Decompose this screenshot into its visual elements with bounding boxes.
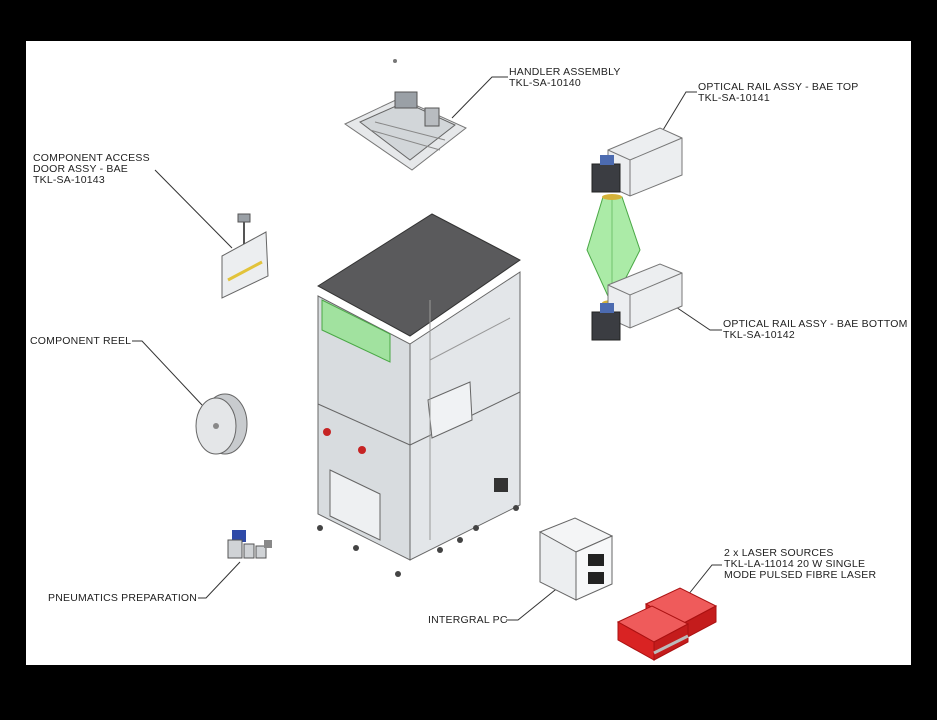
handler-line1: HANDLER ASSEMBLY [509,66,621,78]
label-component-reel: COMPONENT REEL [30,336,131,347]
optical-bottom-line1: OPTICAL RAIL ASSY - BAE BOTTOM [723,318,908,330]
laser-sources-icon [616,587,718,661]
label-pc: INTERGRAL PC [428,615,508,626]
pc-line1: INTERGRAL PC [428,614,508,626]
optical-top-line1: OPTICAL RAIL ASSY - BAE TOP [698,81,859,93]
optical-rail-bottom-icon [591,263,683,341]
machine-cabinet-icon [317,213,521,577]
label-laser-sources: 2 x LASER SOURCES TKL-LA-11014 20 W SING… [724,548,876,581]
leader-reel [132,340,203,406]
pneumatics-icon [227,530,272,559]
leader-door [154,169,233,249]
pc-icon [538,517,614,601]
door-line3: TKL-SA-10143 [33,174,105,186]
door-line1: COMPONENT ACCESS [33,152,150,164]
label-handler-assembly: HANDLER ASSEMBLY TKL-SA-10140 [509,67,621,89]
label-optical-rail-bottom: OPTICAL RAIL ASSY - BAE BOTTOM TKL-SA-10… [723,319,908,341]
laser-line2: TKL-LA-11014 20 W SINGLE [724,558,866,570]
door-assy-icon [221,213,269,299]
handler-assembly-icon [343,59,467,171]
leader-pc [506,585,561,621]
label-door-assy: COMPONENT ACCESS DOOR ASSY - BAE TKL-SA-… [33,153,150,186]
handler-line2: TKL-SA-10140 [509,77,581,89]
leader-handler [451,76,508,119]
leader-pneumatics [198,561,241,599]
leader-laser [683,564,722,601]
reel-icon [195,393,248,455]
leader-lines [132,76,722,621]
reel-line1: COMPONENT REEL [30,335,132,347]
leader-optical-bottom [669,302,722,331]
label-pneumatics: PNEUMATICS PREPARATION [48,593,197,604]
door-line2: DOOR ASSY - BAE [33,163,129,175]
optical-top-line2: TKL-SA-10141 [698,92,770,104]
laser-line3: MODE PULSED FIBRE LASER [724,569,877,581]
laser-line1: 2 x LASER SOURCES [724,547,834,559]
label-optical-rail-top: OPTICAL RAIL ASSY - BAE TOP TKL-SA-10141 [698,82,858,104]
optical-bottom-line2: TKL-SA-10142 [723,329,795,341]
pneumatics-line1: PNEUMATICS PREPARATION [48,592,198,604]
optical-rail-top-icon [591,127,683,197]
leader-optical-top [659,91,697,136]
